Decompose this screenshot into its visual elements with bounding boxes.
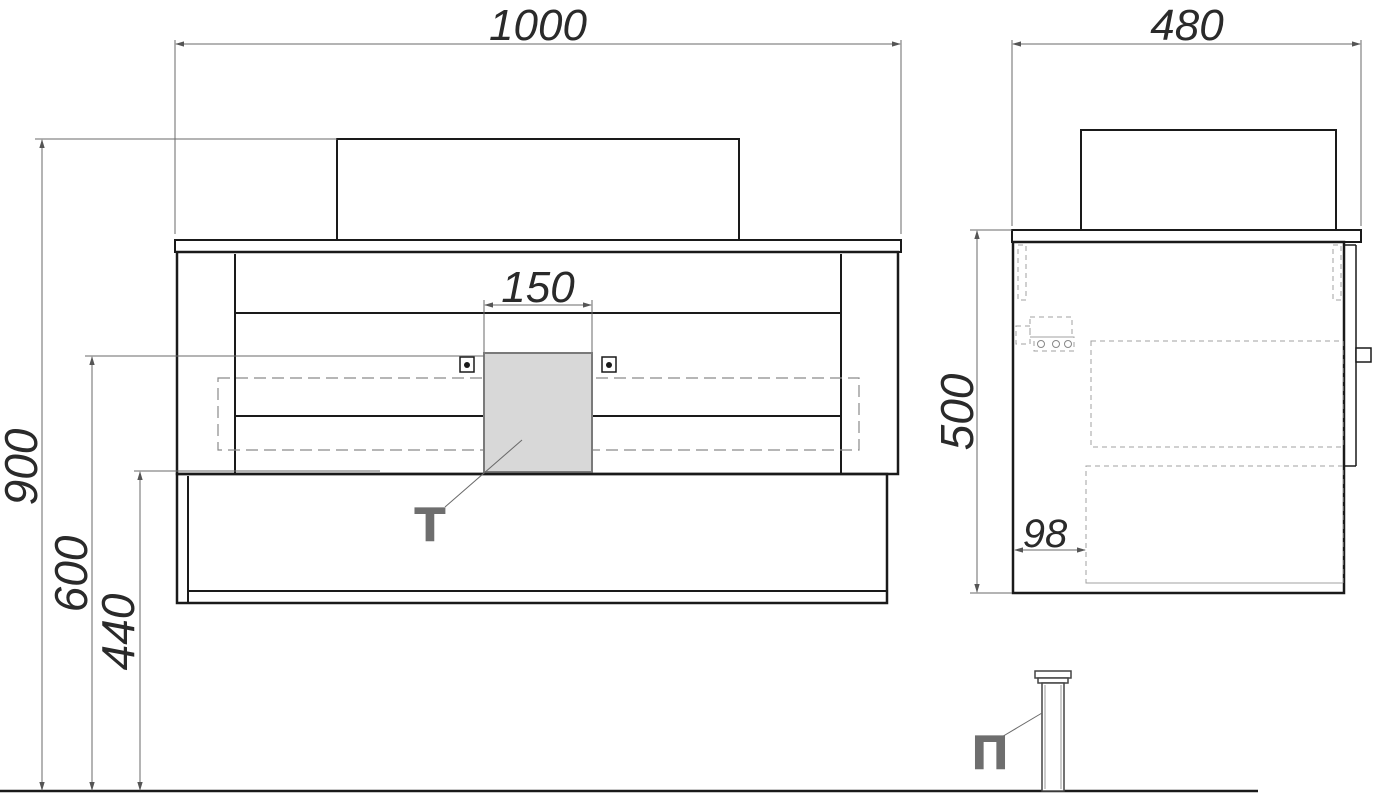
side-lower-dashed	[1085, 465, 1344, 584]
dim-440	[134, 470, 380, 791]
dim-1000	[174, 40, 902, 234]
front-countertop	[174, 239, 902, 253]
dim-480	[1011, 40, 1362, 226]
side-view	[1011, 129, 1372, 595]
label-600: 600	[45, 535, 97, 612]
siphon-pipe	[999, 670, 1072, 792]
dim-500	[970, 229, 1012, 594]
marker-p: П	[971, 726, 1010, 780]
label-480: 480	[1150, 1, 1224, 50]
dim-600	[85, 355, 484, 791]
label-98: 98	[1023, 512, 1068, 556]
side-drawer-dashed	[1090, 340, 1344, 448]
label-1000: 1000	[489, 1, 587, 50]
side-handle	[1355, 347, 1372, 363]
label-440: 440	[92, 593, 144, 670]
side-basin	[1080, 129, 1337, 231]
leader-p	[999, 712, 1043, 739]
dim-900	[35, 138, 337, 791]
front-basin	[336, 138, 740, 241]
leader-t	[444, 439, 523, 508]
label-500: 500	[931, 373, 983, 450]
label-900: 900	[0, 428, 47, 505]
siphon-cutout	[483, 352, 593, 473]
side-countertop	[1011, 229, 1362, 243]
marker-t: Т	[414, 498, 446, 552]
front-view	[174, 138, 902, 605]
dim-150	[483, 300, 593, 352]
label-150: 150	[501, 263, 575, 312]
side-cabinet-body	[1011, 240, 1346, 595]
front-lower-frame	[175, 472, 889, 605]
